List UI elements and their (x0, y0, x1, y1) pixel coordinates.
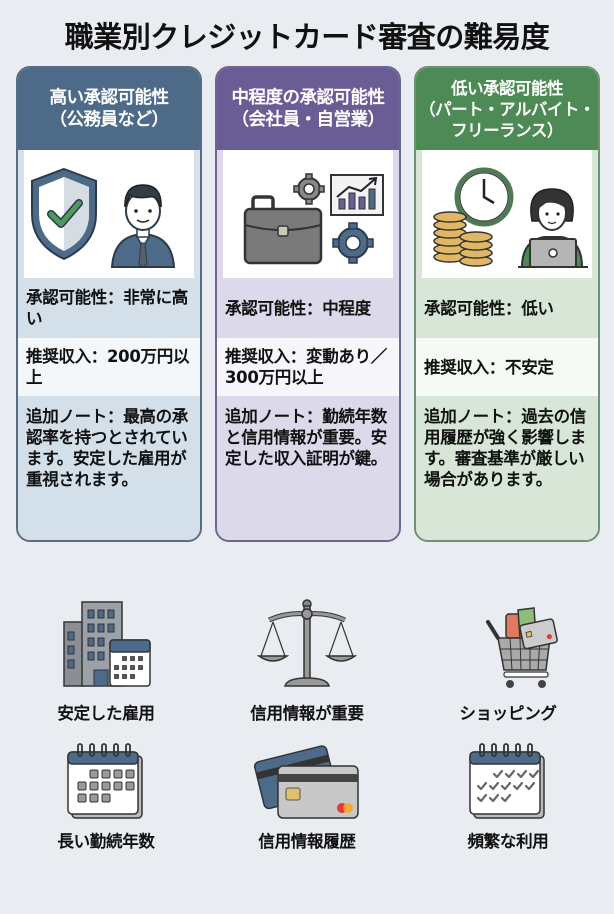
feature-stable-employment: 安定した雇用 (16, 592, 196, 724)
calendar-checks-icon (469, 743, 545, 819)
feature-shopping: ショッピング (418, 592, 598, 724)
feature-label: 信用情報履歴 (258, 832, 356, 851)
approval-likelihood: 承認可能性：非常に高い (18, 278, 200, 338)
approval-likelihood: 承認可能性：中程度 (217, 278, 399, 338)
page-title: 職業別クレジットカード審査の難易度 (64, 20, 550, 54)
card-header-subtitle: （公務員など） (49, 110, 170, 130)
shield-businessman-icon (31, 167, 176, 268)
credit-cards-icon (253, 745, 359, 819)
card-header: 中程度の承認可能性 （会社員・自営業） (217, 68, 399, 150)
card-header-title: 中程度の承認可能性 (231, 88, 386, 108)
building-calendar-icon (63, 601, 151, 687)
feature-long-tenure: 長い勤続年数 (16, 740, 196, 852)
feature-label: ショッピング (459, 704, 557, 723)
recommended-income: 推奨収入：不安定 (416, 338, 598, 396)
recommended-income: 推奨収入：200万円以上 (18, 338, 200, 396)
clock-coins-laptop-icon (433, 167, 588, 268)
card-header-subtitle-2: フリーランス） (451, 120, 563, 140)
approval-likelihood: 承認可能性：低い (416, 278, 598, 338)
feature-credit-info-important: 信用情報が重要 (217, 592, 397, 724)
card-header: 高い承認可能性 （公務員など） (18, 68, 200, 150)
card-illustration (416, 150, 598, 278)
card-header-title: 高い承認可能性 (49, 88, 170, 108)
card-header-subtitle: （会社員・自営業） (231, 110, 386, 130)
shopping-cart-card-icon (486, 607, 558, 688)
card-header-title: 低い承認可能性 (451, 78, 564, 98)
balance-scale-icon (257, 599, 357, 687)
calendar-icon (67, 743, 143, 819)
additional-note: 追加ノート：過去の信用履歴が強く影響します。審査基準が厳しい場合があります。 (416, 396, 598, 540)
card-medium-approval: 中程度の承認可能性 （会社員・自営業） (215, 66, 401, 542)
feature-label: 信用情報が重要 (250, 704, 364, 723)
additional-note: 追加ノート：勤続年数と信用情報が重要。安定した収入証明が鍵。 (217, 396, 399, 540)
additional-note: 追加ノート：最高の承認率を持つとされています。安定した雇用が重視されます。 (18, 396, 200, 540)
card-header-subtitle: （パート・アルバイト・ (419, 99, 595, 119)
card-low-approval: 低い承認可能性 （パート・アルバイト・ フリーランス） (414, 66, 600, 542)
feature-label: 長い勤続年数 (57, 832, 155, 851)
feature-label: 頻繁な利用 (467, 832, 549, 851)
feature-label: 安定した雇用 (57, 704, 155, 723)
card-header: 低い承認可能性 （パート・アルバイト・ フリーランス） (416, 68, 598, 150)
feature-frequent-use: 頻繁な利用 (418, 740, 598, 852)
card-high-approval: 高い承認可能性 （公務員など） 承認可能性：非常に高い 推奨収入：200万円以上… (16, 66, 202, 542)
briefcase-gears-chart-icon (243, 173, 384, 265)
feature-credit-history: 信用情報履歴 (217, 740, 397, 852)
card-illustration (18, 150, 200, 278)
recommended-income: 推奨収入：変動あり／300万円以上 (217, 338, 399, 396)
card-illustration (217, 150, 399, 278)
